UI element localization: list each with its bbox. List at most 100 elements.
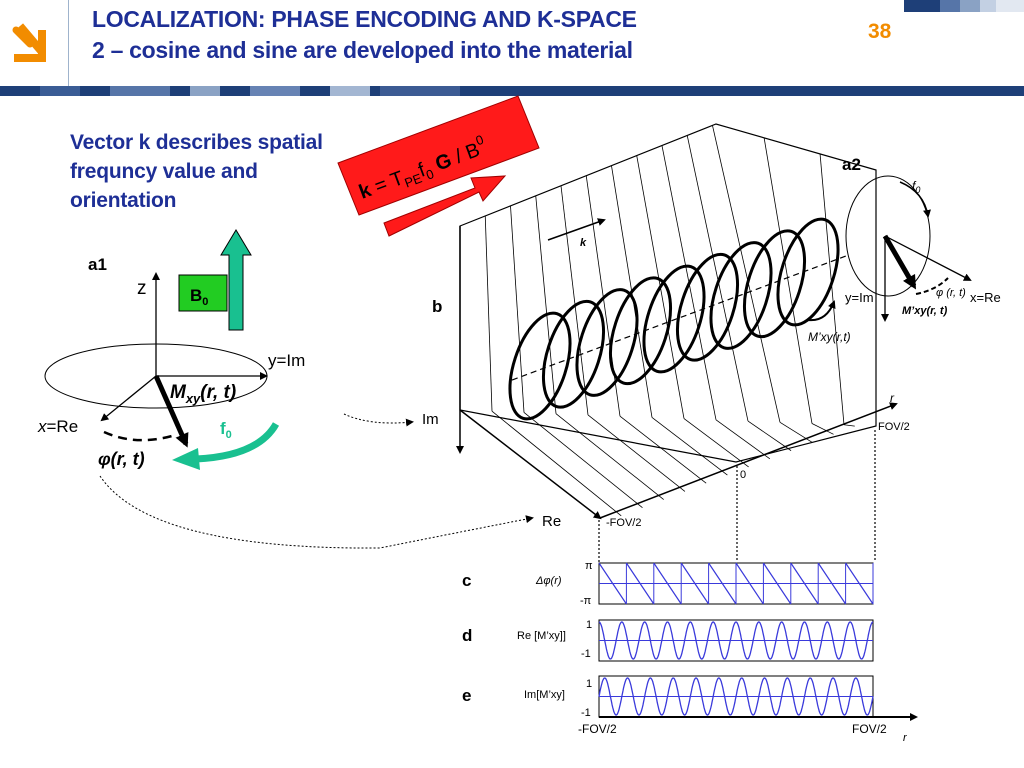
wall-line	[712, 125, 781, 423]
e-label: e	[462, 686, 471, 705]
c-bottom-tick: -π	[580, 595, 592, 607]
b0-box	[178, 274, 228, 312]
mxy-sub: xy	[185, 391, 201, 406]
page-number: 38	[868, 20, 892, 43]
d-label: d	[462, 626, 472, 645]
wave-line	[598, 677, 874, 716]
helix-ring	[541, 299, 606, 409]
a2-y-axis: y=Im	[845, 290, 874, 305]
k-equation-banner: k = TPEf0 G / B0	[337, 95, 540, 237]
a1-x-letter: x	[37, 417, 47, 436]
floor-line	[619, 415, 707, 484]
floor-lines	[491, 410, 855, 517]
b-fov-neg: -FOV/2	[606, 517, 641, 529]
helix-ring	[709, 241, 773, 350]
bottom-fov-neg: -FOV/2	[578, 722, 617, 736]
panel-a1: a1 z B0 y=Im x=Re Mxy(r, t) φ(r, t) f0	[37, 229, 305, 470]
eq-zero: 0	[424, 166, 436, 183]
helix-ring	[642, 264, 706, 374]
b-re-axis: Re	[542, 513, 561, 530]
mxy-args: (r, t)	[200, 382, 236, 403]
b-label: b	[432, 297, 442, 316]
panel-e: e Im[M’xy] 1 -1	[462, 675, 874, 719]
panel-c: c Δφ(r) π -π	[462, 560, 874, 607]
phi-label: φ(r, t)	[98, 449, 145, 469]
helix-ring	[742, 229, 807, 339]
panel-d: d Re [M’xy]] 1 -1	[462, 619, 874, 662]
c-top-tick: π	[585, 560, 593, 572]
sine-plot	[598, 677, 874, 716]
b0-label: B	[190, 286, 202, 305]
intro-text: Vector k describes spatial frequncy valu…	[70, 131, 323, 212]
wall-line	[819, 153, 845, 425]
b-zero: 0	[740, 469, 746, 481]
bottom-r: r	[903, 732, 908, 744]
f0-label: f	[220, 419, 226, 438]
header-blocks	[904, 0, 1024, 12]
b-im-axis: Im	[422, 411, 439, 428]
red-arrow	[383, 175, 507, 237]
helix-ring	[675, 252, 740, 362]
svg-text:B0: B0	[190, 286, 208, 308]
helix-rotation-arrow	[807, 300, 836, 322]
title-line-1: LOCALIZATION: PHASE ENCODING AND K-SPACE	[92, 6, 637, 32]
floor-line	[491, 410, 622, 517]
d-ylabel: Re [M’xy]]	[517, 630, 566, 642]
wall-line	[763, 137, 813, 424]
a2-phi: φ (r, t)	[936, 287, 966, 299]
a2-f0-sub: 0	[915, 185, 920, 195]
a2-x-axis: x=Re	[970, 290, 1001, 305]
wall-line	[686, 135, 749, 422]
wall-line	[535, 195, 557, 414]
a2-f0: f	[912, 179, 917, 193]
mxy-main: M	[170, 382, 187, 403]
floor-line	[523, 412, 643, 509]
bottom-fov-pos: FOV/2	[852, 722, 887, 736]
e-top-tick: 1	[586, 678, 592, 690]
wall-line	[560, 185, 589, 415]
svg-text:f0: f0	[220, 419, 232, 441]
helix	[508, 217, 840, 421]
b-k-label: k	[580, 237, 587, 249]
floor-line	[843, 424, 855, 427]
floor-line	[651, 417, 728, 476]
a2-mxy: M’xy(r, t)	[902, 305, 948, 317]
floor-line	[587, 414, 686, 492]
wall-lines	[484, 125, 845, 425]
eq-b0sub: 0	[474, 132, 486, 149]
c-label: c	[462, 571, 471, 590]
panel-b: b Im Re FOV/2 0 -FOV/2 r k M’xy(r,t)	[422, 123, 910, 562]
b-mxy: M’xy(r,t)	[808, 330, 851, 344]
b0-sub: 0	[202, 296, 208, 308]
floor-line	[715, 419, 771, 460]
c-ylabel: Δφ(r)	[535, 575, 562, 587]
svg-text:f0: f0	[912, 179, 920, 195]
b-r-axis: r	[890, 391, 895, 405]
eq-pe: PE	[403, 170, 425, 190]
panel-a2: a2 f0 y=Im x=Re φ (r, t) M’xy(r, t)	[842, 155, 1001, 322]
b0-arrow	[220, 229, 252, 331]
logo	[12, 23, 46, 62]
slide-title: LOCALIZATION: PHASE ENCODING AND K-SPACE…	[92, 4, 637, 66]
e-ylabel: Im[M’xy]	[524, 689, 565, 701]
a1-x-re: =Re	[47, 417, 79, 436]
floor-line	[747, 420, 792, 451]
d-bottom-tick: -1	[581, 648, 591, 660]
title-line-2: 2 – cosine and sine are developed into t…	[92, 37, 633, 63]
dotted-connectors	[99, 413, 534, 549]
b-fov-pos: FOV/2	[878, 421, 910, 433]
wall-line	[510, 205, 525, 413]
bottom-axis: -FOV/2 FOV/2 r	[578, 713, 918, 744]
f0-sub: 0	[226, 429, 232, 441]
helix-ring	[608, 276, 673, 386]
header-band	[0, 86, 1024, 96]
floor-line	[811, 423, 834, 435]
e-bottom-tick: -1	[581, 707, 591, 719]
cosine-plot	[598, 621, 874, 660]
a1-y-axis: y=Im	[268, 351, 305, 370]
header-divider	[68, 0, 69, 86]
a1-label: a1	[88, 255, 107, 274]
wave-line	[598, 621, 874, 660]
svg-text:Mxy(r, t): Mxy(r, t)	[170, 382, 236, 406]
